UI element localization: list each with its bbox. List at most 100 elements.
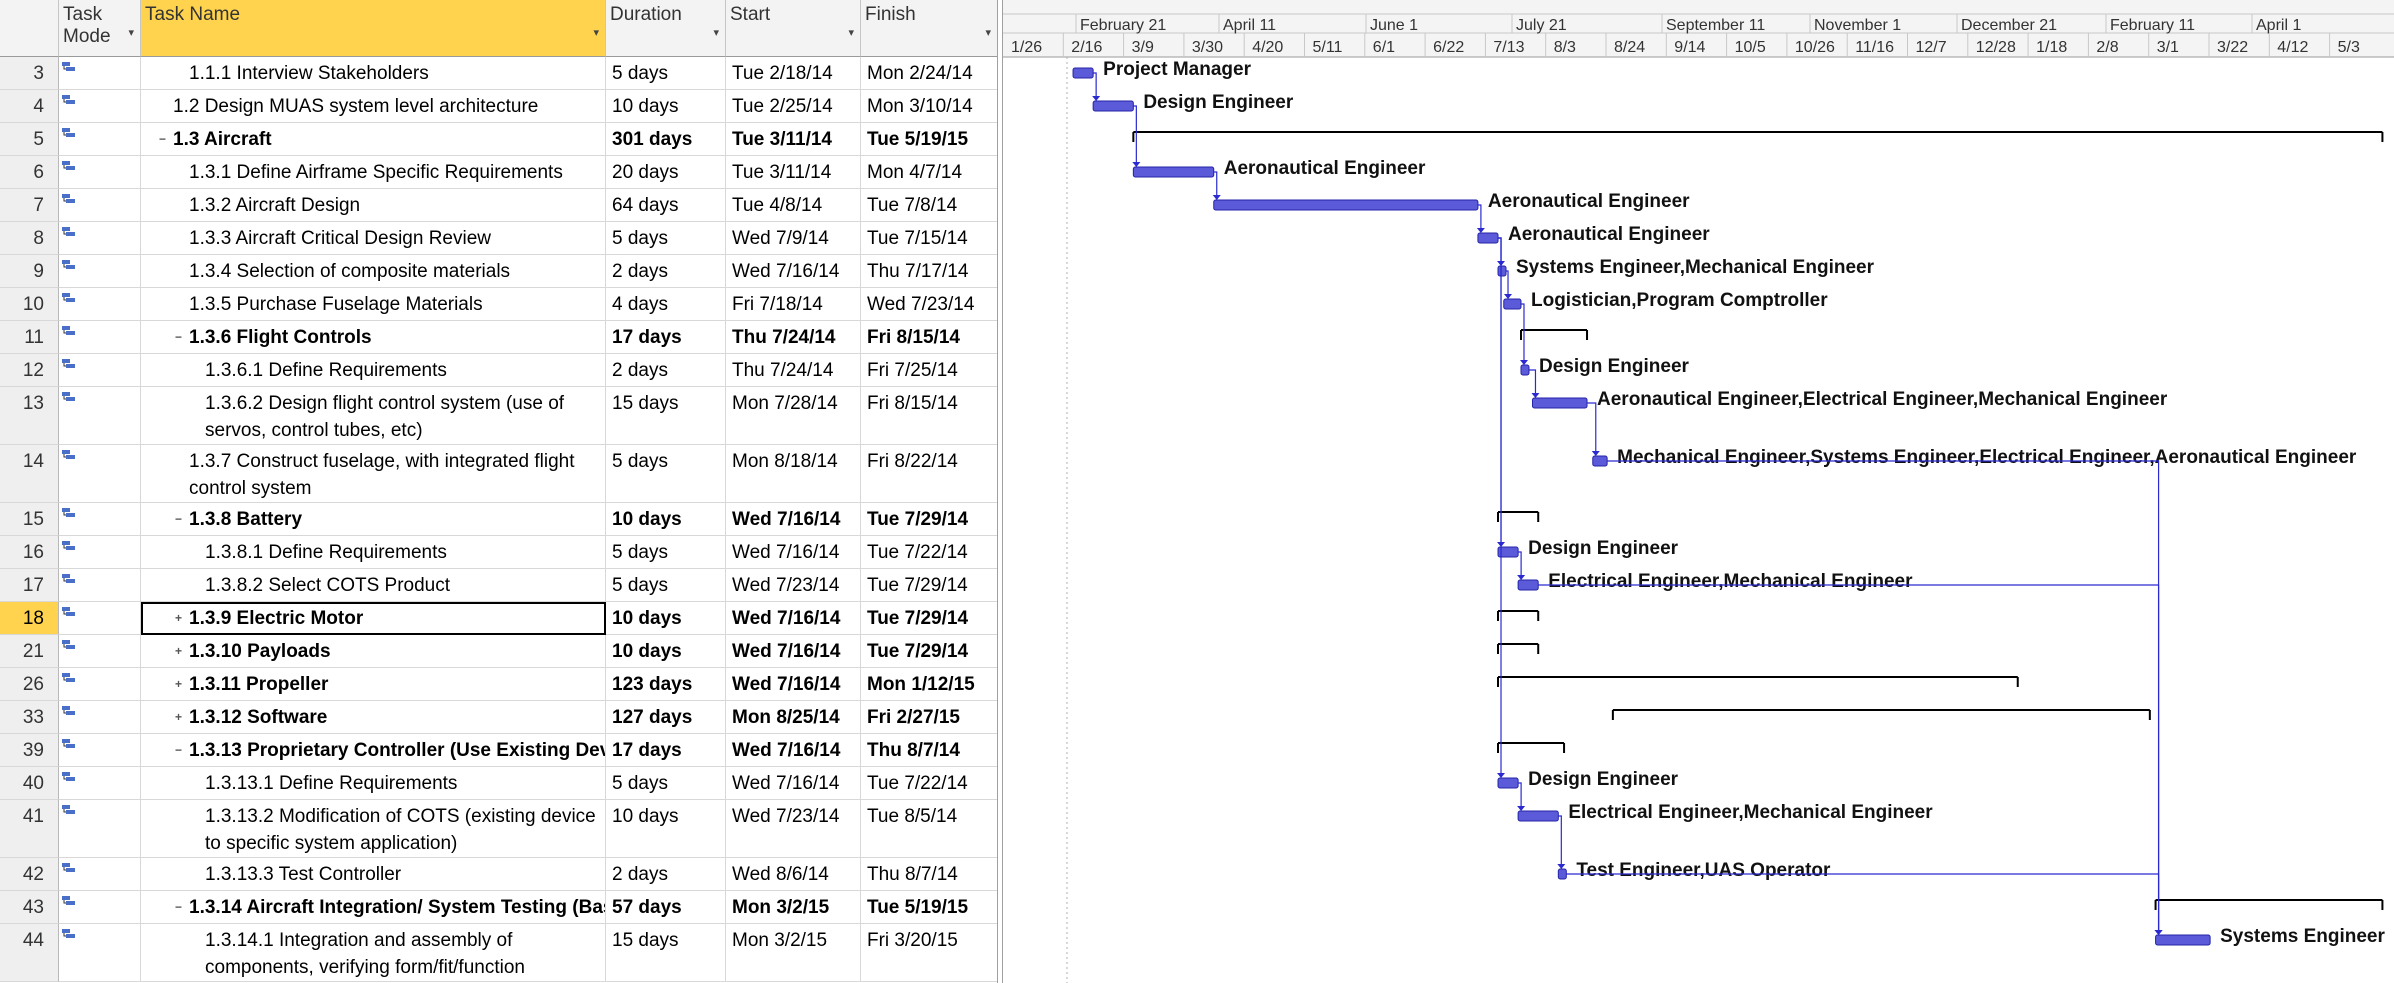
- task-mode-cell[interactable]: [59, 354, 141, 387]
- duration-cell[interactable]: 20 days: [606, 156, 726, 189]
- duration-cell[interactable]: 57 days: [606, 891, 726, 924]
- duration-cell[interactable]: 5 days: [606, 57, 726, 90]
- duration-cell[interactable]: 10 days: [606, 635, 726, 668]
- start-cell[interactable]: Wed 7/16/14: [726, 767, 861, 800]
- finish-cell[interactable]: Tue 7/15/14: [861, 222, 997, 255]
- task-name-cell[interactable]: −1.3.8 Battery: [141, 503, 606, 536]
- collapse-icon[interactable]: −: [175, 743, 183, 758]
- row-number[interactable]: 6: [0, 156, 59, 189]
- finish-cell[interactable]: Tue 5/19/15: [861, 123, 997, 156]
- start-cell[interactable]: Tue 3/11/14: [726, 156, 861, 189]
- start-cell[interactable]: Wed 7/23/14: [726, 569, 861, 602]
- start-cell[interactable]: Tue 2/18/14: [726, 57, 861, 90]
- task-name-cell[interactable]: 1.3.13.2 Modification of COTS (existing …: [141, 800, 606, 858]
- start-cell[interactable]: Mon 3/2/15: [726, 924, 861, 982]
- start-cell[interactable]: Wed 7/16/14: [726, 602, 861, 635]
- start-cell[interactable]: Mon 8/18/14: [726, 445, 861, 503]
- duration-cell[interactable]: 5 days: [606, 536, 726, 569]
- collapse-icon[interactable]: −: [159, 132, 167, 147]
- finish-cell[interactable]: Tue 7/8/14: [861, 189, 997, 222]
- row-number[interactable]: 44: [0, 924, 59, 982]
- start-cell[interactable]: Wed 7/16/14: [726, 635, 861, 668]
- task-name-cell[interactable]: +1.3.12 Software: [141, 701, 606, 734]
- task-name-cell[interactable]: 1.3.6.2 Design flight control system (us…: [141, 387, 606, 445]
- start-cell[interactable]: Wed 7/16/14: [726, 503, 861, 536]
- start-cell[interactable]: Mon 7/28/14: [726, 387, 861, 445]
- start-cell[interactable]: Wed 7/9/14: [726, 222, 861, 255]
- row-number[interactable]: 11: [0, 321, 59, 354]
- task-name-cell[interactable]: 1.3.6.1 Define Requirements: [141, 354, 606, 387]
- row-number[interactable]: 17: [0, 569, 59, 602]
- collapse-icon[interactable]: −: [175, 900, 183, 915]
- start-cell[interactable]: Fri 7/18/14: [726, 288, 861, 321]
- task-mode-cell[interactable]: [59, 800, 141, 858]
- duration-cell[interactable]: 10 days: [606, 503, 726, 536]
- task-mode-cell[interactable]: [59, 891, 141, 924]
- duration-cell[interactable]: 5 days: [606, 767, 726, 800]
- finish-cell[interactable]: Tue 7/22/14: [861, 767, 997, 800]
- table-row[interactable]: 39−1.3.13 Proprietary Controller (Use Ex…: [0, 734, 997, 767]
- start-cell[interactable]: Wed 7/16/14: [726, 255, 861, 288]
- task-name-cell[interactable]: 1.3.8.1 Define Requirements: [141, 536, 606, 569]
- finish-cell[interactable]: Mon 1/12/15: [861, 668, 997, 701]
- row-number[interactable]: 8: [0, 222, 59, 255]
- finish-cell[interactable]: Wed 7/23/14: [861, 288, 997, 321]
- start-cell[interactable]: Wed 7/16/14: [726, 668, 861, 701]
- task-mode-cell[interactable]: [59, 924, 141, 982]
- row-number[interactable]: 7: [0, 189, 59, 222]
- finish-cell[interactable]: Mon 3/10/14: [861, 90, 997, 123]
- task-name-cell[interactable]: +1.3.10 Payloads: [141, 635, 606, 668]
- expand-icon[interactable]: +: [175, 677, 183, 692]
- duration-cell[interactable]: 10 days: [606, 90, 726, 123]
- task-mode-cell[interactable]: [59, 536, 141, 569]
- row-number[interactable]: 43: [0, 891, 59, 924]
- start-cell[interactable]: Wed 7/16/14: [726, 536, 861, 569]
- duration-cell[interactable]: 301 days: [606, 123, 726, 156]
- row-number[interactable]: 10: [0, 288, 59, 321]
- task-mode-cell[interactable]: [59, 701, 141, 734]
- task-name-cell[interactable]: 1.2 Design MUAS system level architectur…: [141, 90, 606, 123]
- duration-cell[interactable]: 2 days: [606, 255, 726, 288]
- finish-cell[interactable]: Thu 8/7/14: [861, 734, 997, 767]
- row-number[interactable]: 13: [0, 387, 59, 445]
- finish-cell[interactable]: Fri 2/27/15: [861, 701, 997, 734]
- task-mode-cell[interactable]: [59, 635, 141, 668]
- task-name-cell[interactable]: 1.3.7 Construct fuselage, with integrate…: [141, 445, 606, 503]
- task-mode-cell[interactable]: [59, 569, 141, 602]
- finish-cell[interactable]: Tue 7/29/14: [861, 503, 997, 536]
- start-cell[interactable]: Tue 2/25/14: [726, 90, 861, 123]
- task-mode-cell[interactable]: [59, 189, 141, 222]
- finish-cell[interactable]: Tue 5/19/15: [861, 891, 997, 924]
- start-cell[interactable]: Tue 3/11/14: [726, 123, 861, 156]
- task-name-cell[interactable]: 1.3.1 Define Airframe Specific Requireme…: [141, 156, 606, 189]
- chevron-down-icon[interactable]: ▾: [985, 27, 991, 39]
- task-name-cell[interactable]: 1.3.2 Aircraft Design: [141, 189, 606, 222]
- row-number[interactable]: 4: [0, 90, 59, 123]
- row-number[interactable]: 39: [0, 734, 59, 767]
- row-number[interactable]: 3: [0, 57, 59, 90]
- task-mode-cell[interactable]: [59, 734, 141, 767]
- duration-header[interactable]: Duration ▾: [606, 0, 726, 57]
- row-number[interactable]: 41: [0, 800, 59, 858]
- table-row[interactable]: 43−1.3.14 Aircraft Integration/ System T…: [0, 891, 997, 924]
- task-mode-cell[interactable]: [59, 222, 141, 255]
- duration-cell[interactable]: 17 days: [606, 734, 726, 767]
- finish-cell[interactable]: Tue 7/22/14: [861, 536, 997, 569]
- task-name-cell[interactable]: +1.3.11 Propeller: [141, 668, 606, 701]
- start-header[interactable]: Start ▾: [726, 0, 861, 57]
- finish-cell[interactable]: Fri 7/25/14: [861, 354, 997, 387]
- start-cell[interactable]: Thu 7/24/14: [726, 354, 861, 387]
- duration-cell[interactable]: 64 days: [606, 189, 726, 222]
- row-number[interactable]: 26: [0, 668, 59, 701]
- table-row[interactable]: 6 1.3.1 Define Airframe Specific Requirem…: [0, 156, 997, 189]
- finish-cell[interactable]: Thu 7/17/14: [861, 255, 997, 288]
- task-name-cell[interactable]: 1.3.14.1 Integration and assembly of com…: [141, 924, 606, 982]
- task-mode-cell[interactable]: [59, 255, 141, 288]
- row-number[interactable]: 12: [0, 354, 59, 387]
